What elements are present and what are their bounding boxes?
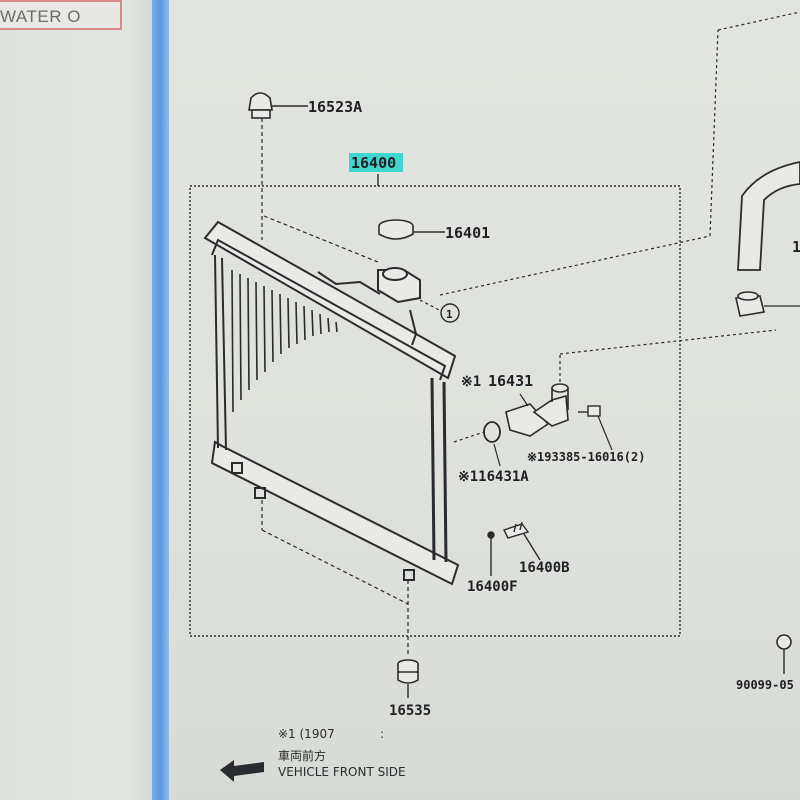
label-16401[interactable]: 16401 [445,224,490,242]
clip-icon [776,634,792,650]
label-inlet-mark: ※1 [461,374,481,390]
label-bolt[interactable]: ※193385-16016(2) [527,450,645,464]
label-16400[interactable]: 16400 [351,154,396,172]
water-inlet-icon [505,383,569,437]
front-arrow-icon [220,760,264,782]
remark-note: ※1 (1907 [278,727,335,741]
label-16535[interactable]: 16535 [389,703,431,719]
left-panel: WATER O [0,0,156,800]
section-tab-label: WATER O [0,7,81,26]
label-16431[interactable]: 16431 [488,372,533,390]
diagram-canvas [169,0,800,800]
highlight-16400 [349,153,403,172]
drain-cock-plug-icon [503,521,530,539]
section-tab[interactable]: WATER O [0,0,122,30]
window-frame-bar [152,0,169,800]
label-16431a[interactable]: ※116431A [458,469,529,485]
label-16400b[interactable]: 16400B [519,560,570,576]
radiator-fins [231,269,338,413]
label-90099[interactable]: 90099-05 [736,678,794,692]
bolt-icon [578,405,601,417]
label-16523a[interactable]: 16523A [308,98,362,116]
label-circle-1: 1 [446,308,453,321]
reference-circle-icon [440,303,460,323]
lower-support-icon [397,659,419,684]
label-right-hose: 1 [792,238,800,256]
remark-tail: : [380,727,384,741]
drain-plug-icon [487,531,495,539]
assembly-boundary [189,185,681,637]
drain-cock-upper-icon [248,92,273,119]
front-side-en: VEHICLE FRONT SIDE [278,765,406,779]
radiator-icon [203,220,460,586]
radiator-cap-icon [378,219,414,240]
label-16400f[interactable]: 16400F [467,579,518,595]
hose-clamp-icon [735,291,765,317]
upper-hose-icon [737,161,800,271]
front-side-jp: 車両前方 [278,748,326,763]
gasket-icon [483,421,501,443]
